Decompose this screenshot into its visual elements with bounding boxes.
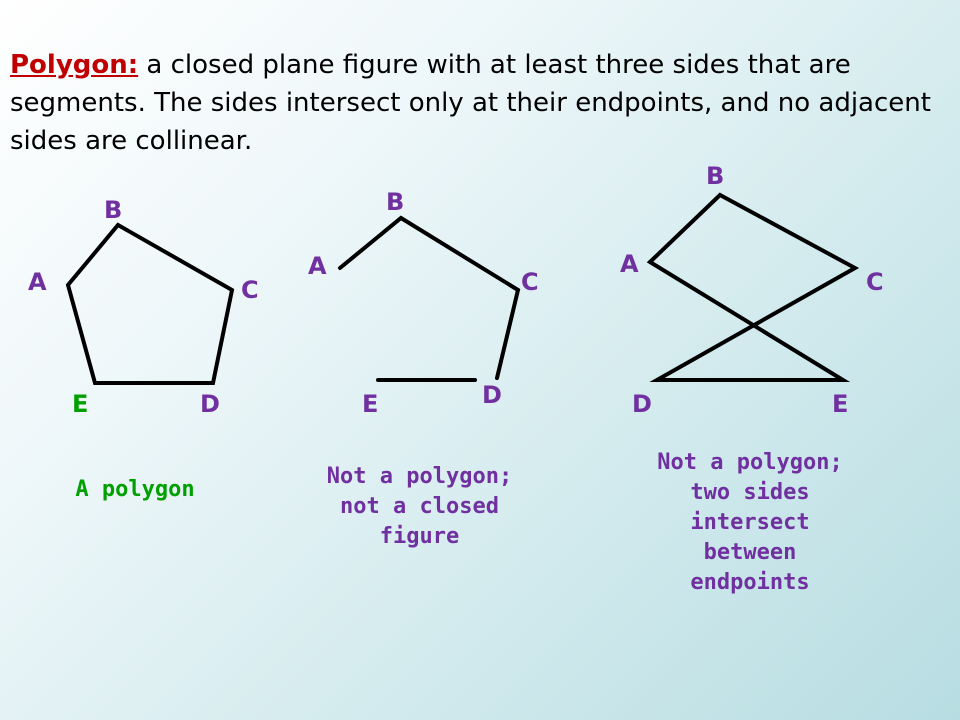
figure-2-label-e: E	[362, 390, 378, 418]
figure-2-caption: Not a polygon; not a closed figure	[326, 464, 513, 549]
figure-1-pentagon: B A C D E	[28, 196, 259, 418]
figure-1-label-a: A	[28, 268, 47, 296]
definition-term: Polygon:	[10, 50, 139, 80]
figure-1-label-d: D	[200, 390, 220, 418]
figure-3-label-b: B	[706, 162, 724, 190]
figure-2-path	[338, 215, 521, 380]
figure-1-label-b: B	[104, 196, 122, 224]
figure-1-label-e: E	[72, 390, 88, 418]
figure-3-caption: Not a polygon; two sides intersect betwe…	[657, 450, 843, 595]
figure-3-label-c: C	[866, 268, 884, 296]
figure-1-shape	[65, 222, 235, 385]
figure-2-label-a: A	[308, 252, 327, 280]
figure-3-shape	[646, 192, 860, 382]
figure-2-label-d: D	[482, 381, 502, 409]
figure-2-label-c: C	[521, 268, 539, 296]
figure-2-open-figure: B A C D E	[308, 188, 539, 418]
figure-1-caption: A polygon	[75, 477, 195, 502]
definition-body: a closed plane figure with at least thre…	[10, 50, 931, 156]
definition-text: Polygon: a closed plane figure with at l…	[10, 46, 950, 160]
figure-1-label-c: C	[241, 276, 259, 304]
figure-3-label-a: A	[620, 250, 639, 278]
figure-2-label-b: B	[386, 188, 404, 216]
figure-3-label-d: D	[632, 390, 652, 418]
figure-3-crossed-figure: B A C D E	[620, 162, 884, 418]
figure-3-label-e: E	[832, 390, 848, 418]
